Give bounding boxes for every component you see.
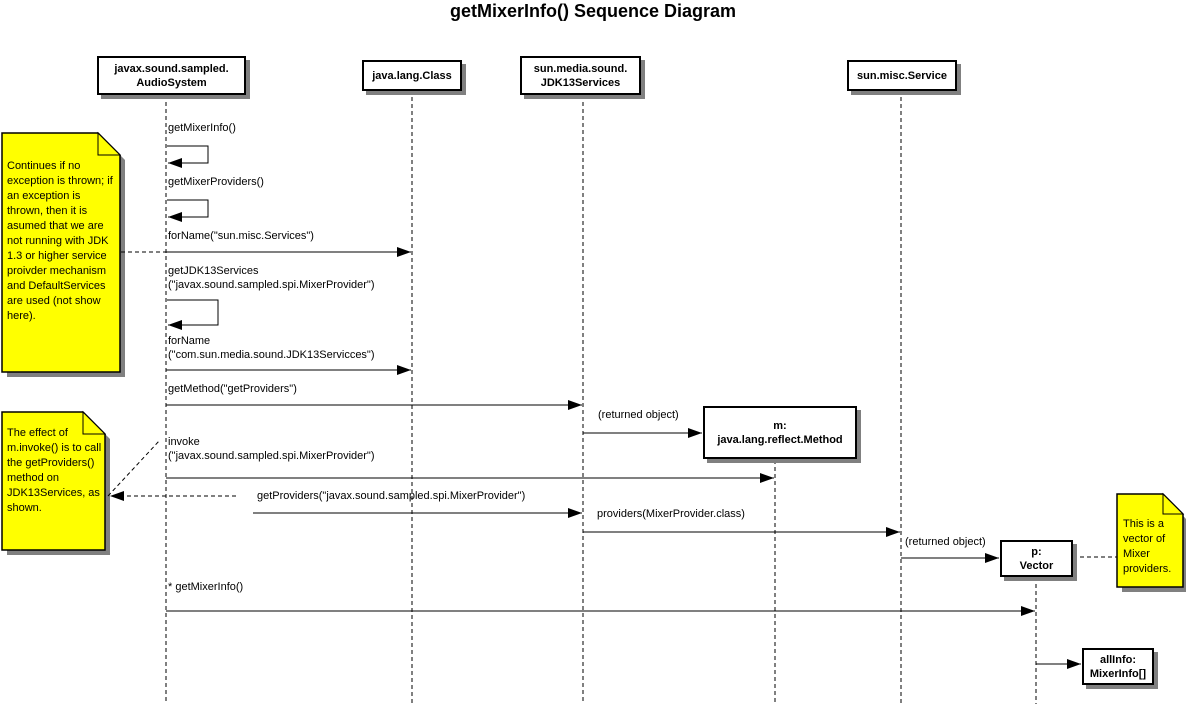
note-exception-shape (1, 132, 121, 373)
lifeline-header-audiosystem: javax.sound.sampled. AudioSystem (97, 56, 246, 95)
note-invoke-connector-diagonal (107, 439, 161, 497)
message-label-providers: providers(MixerProvider.class) (597, 508, 745, 520)
arrow-getmixerproviders-self (167, 199, 209, 222)
message-label-getmixerinfo: getMixerInfo() (168, 122, 236, 134)
message-label-returned-object-vector: (returned object) (905, 536, 986, 548)
note-invoke-text: The effect of m.invoke() is to call the … (7, 427, 102, 514)
lifeline-header-jdk13services: sun.media.sound. JDK13Services (520, 56, 641, 95)
message-label-getproviders: getProviders("javax.sound.sampled.spi.Mi… (257, 490, 526, 502)
message-label-forname-jdk13servicces: forName ("com.sun.media.sound.JDK13Servi… (168, 335, 375, 361)
note-exception-fold (97, 131, 122, 156)
message-label-invoke: invoke ("javax.sound.sampled.spi.MixerPr… (168, 436, 375, 462)
note-vector-text: This is a vector of Mixer providers. (1123, 518, 1172, 575)
note-exception-text: Continues if no exception is thrown; if … (7, 160, 113, 322)
arrow-getmixerinfo-self (167, 145, 209, 168)
message-label-forname-services: forName("sun.misc.Services") (168, 230, 314, 242)
page-title: getMixerInfo() Sequence Diagram (449, 1, 737, 21)
message-label-getjdk13services: getJDK13Services ("javax.sound.sampled.s… (168, 265, 375, 291)
note-invoke-shape (1, 411, 106, 551)
message-label-star-getmixerinfo: * getMixerInfo() (168, 581, 244, 593)
object-box-vector: p: Vector (1000, 540, 1073, 577)
object-box-allinfo: allInfo: MixerInfo[] (1082, 648, 1154, 685)
note-vector-shape (1116, 493, 1184, 588)
message-label-getmixerproviders: getMixerProviders() (168, 176, 264, 188)
lifeline-header-service: sun.misc.Service (847, 60, 957, 91)
note-invoke-fold (82, 410, 107, 435)
lifeline-header-class: java.lang.Class (362, 60, 462, 91)
arrow-getjdk13services-self (167, 299, 219, 330)
object-box-method: m: java.lang.reflect.Method (703, 406, 857, 459)
message-label-getmethod: getMethod("getProviders") (168, 383, 297, 395)
note-vector-fold (1162, 492, 1185, 515)
message-label-returned-object-method: (returned object) (598, 409, 679, 421)
